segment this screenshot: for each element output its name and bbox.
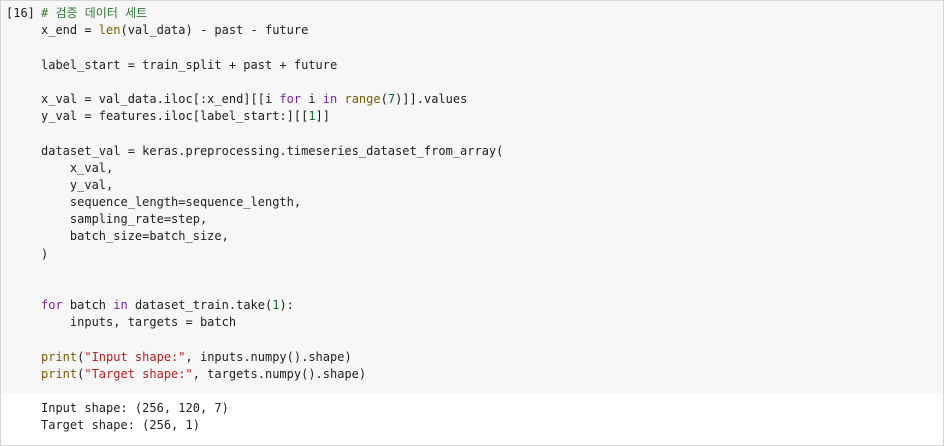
code-line: inputs, targets = batch (41, 314, 503, 331)
code-token: dataset_train.take( (127, 298, 273, 313)
code-line (41, 280, 503, 297)
code-token: 1 (272, 298, 280, 313)
code-line: x_val, (41, 160, 503, 177)
code-line (41, 263, 503, 280)
code-line: x_end = len(val_data) - past - future (41, 22, 503, 39)
code-token: dataset_val = keras.preprocessing.timese… (41, 143, 504, 158)
code-line: # 검증 데이터 세트 (41, 5, 503, 22)
code-line: batch_size=batch_size, (41, 228, 503, 245)
code-line: print("Target shape:", targets.numpy().s… (41, 366, 503, 383)
code-token: print (41, 349, 78, 364)
code-line (41, 125, 503, 142)
code-token: y_val, (41, 177, 114, 192)
code-token: print (41, 366, 78, 381)
output-line: Target shape: (256, 1) (41, 418, 200, 433)
code-token: ( (380, 91, 388, 106)
code-token: 7 (387, 91, 396, 106)
code-token: i (301, 91, 323, 106)
code-line: y_val, (41, 177, 503, 194)
code-token: in (322, 91, 338, 106)
code-token: ( (77, 366, 85, 381)
code-line: dataset_val = keras.preprocessing.timese… (41, 143, 503, 160)
code-line: y_val = features.iloc[label_start:][[1]] (41, 108, 503, 125)
code-token: y_val = features.iloc[label_start:][[ (41, 109, 309, 124)
code-token: ]] (315, 109, 330, 124)
code-token: x_end = (41, 23, 99, 38)
code-token: x_val, (41, 160, 114, 175)
code-token: len (98, 23, 121, 38)
code-token: label_start = train_split + past + futur… (41, 57, 338, 72)
code-line: ) (41, 246, 503, 263)
code-token: , inputs.numpy().shape) (185, 349, 352, 364)
code-token: ): (279, 298, 294, 313)
code-token: for (279, 91, 302, 106)
code-token: in (113, 298, 128, 313)
code-token: , targets.numpy().shape) (192, 366, 367, 381)
code-line: print("Input shape:", inputs.numpy().sha… (41, 349, 503, 366)
code-token: range (344, 91, 381, 106)
execution-count: [16] (6, 6, 35, 20)
code-token: batch (62, 298, 114, 313)
code-token: "Target shape:" (84, 366, 193, 381)
code-source[interactable]: # 검증 데이터 세트 x_end = len(val_data) - past … (41, 5, 503, 383)
code-line: label_start = train_split + past + futur… (41, 57, 503, 74)
code-editor[interactable]: [16] # 검증 데이터 세트 x_end = len(val_data) - … (1, 1, 943, 393)
code-line: sequence_length=sequence_length, (41, 194, 503, 211)
output-line: Input shape: (256, 120, 7) (41, 401, 229, 415)
code-line (41, 332, 503, 349)
code-line: sampling_rate=step, (41, 211, 503, 228)
code-line: x_val = val_data.iloc[:x_end][[i for i i… (41, 91, 503, 108)
code-line (41, 39, 503, 56)
code-token: # 검증 데이터 세트 (41, 6, 148, 20)
code-token: "Input shape:" (84, 349, 186, 364)
code-token: ) (41, 246, 49, 261)
code-token: sampling_rate=step, (41, 212, 208, 227)
cell-output: Input shape: (256, 120, 7) Target shape: … (41, 400, 229, 434)
code-token: x_val = val_data.iloc[:x_end][[i (41, 91, 280, 106)
code-token: for (41, 298, 63, 313)
code-line: for batch in dataset_train.take(1): (41, 297, 503, 314)
code-token: batch_size=batch_size, (41, 229, 229, 244)
code-token: inputs, targets = batch (41, 315, 237, 330)
code-token: (val_data) - past - future (120, 23, 309, 38)
code-token: 1 (308, 109, 316, 124)
code-token: )]].values (395, 91, 468, 106)
code-token: sequence_length=sequence_length, (41, 195, 302, 210)
code-token: ( (77, 349, 85, 364)
code-line (41, 74, 503, 91)
